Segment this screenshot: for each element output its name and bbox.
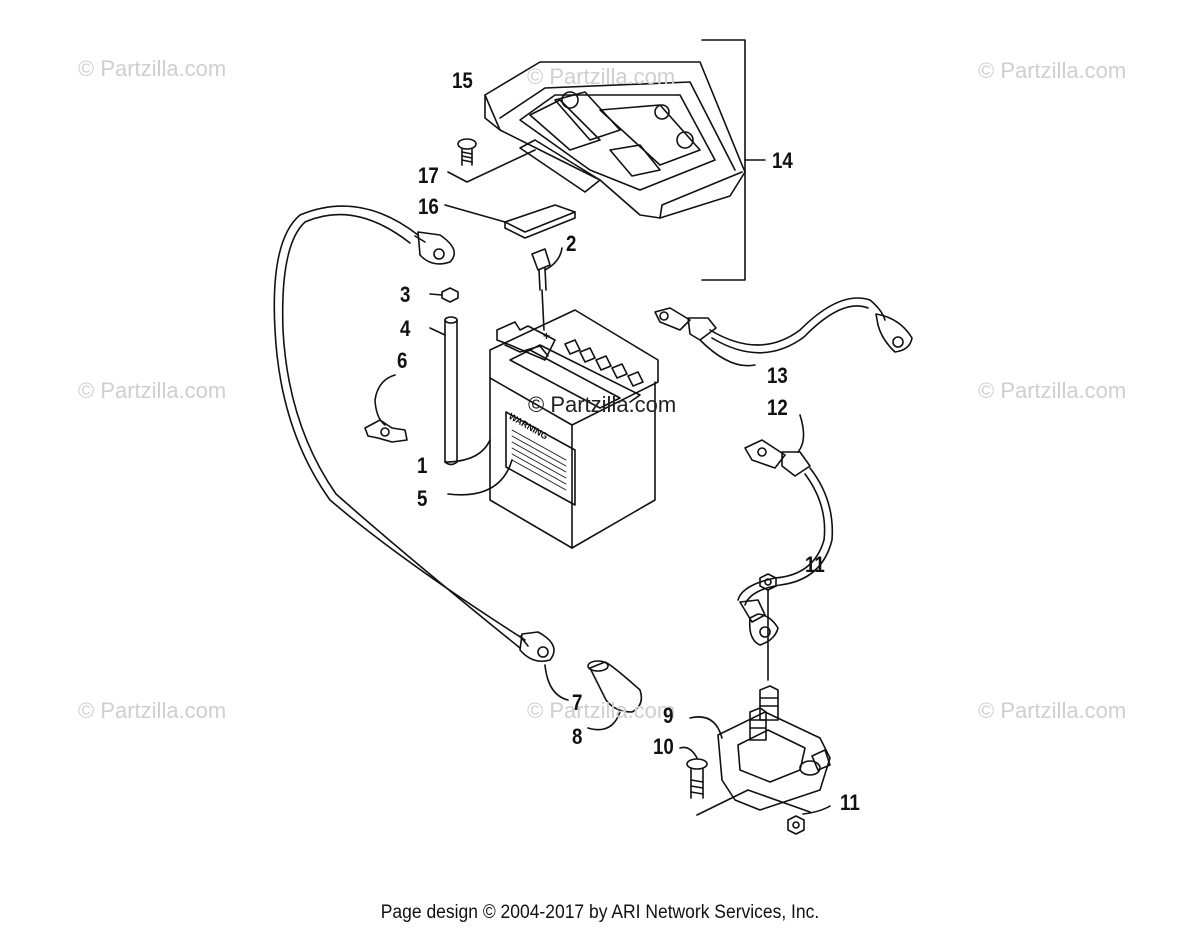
callout-14: 14 — [772, 148, 793, 173]
battery-plus-mark: + — [543, 329, 550, 343]
callout-7: 7 — [572, 690, 583, 715]
callout-17: 17 — [418, 163, 439, 188]
watermark: © Partzilla.com — [78, 698, 227, 723]
rod-4 — [429, 316, 458, 466]
callout-2: 2 — [566, 231, 577, 256]
pad-16 — [444, 204, 576, 239]
callout-15: 15 — [452, 68, 473, 93]
center-watermark: © Partzilla.com — [528, 392, 677, 417]
callout-8: 8 — [572, 724, 583, 749]
screw-17 — [447, 138, 601, 193]
callout-13: 13 — [767, 363, 788, 388]
nut-3 — [429, 287, 459, 303]
callout-12: 12 — [767, 395, 788, 420]
callout-6: 6 — [397, 348, 408, 373]
cable-13 — [654, 297, 913, 367]
callout-3: 3 — [400, 282, 411, 307]
vent-fitting-2 — [531, 247, 563, 331]
callout-9: 9 — [663, 703, 674, 728]
callout-11-lower: 11 — [840, 790, 860, 815]
nut-11-lower — [787, 805, 831, 835]
callout-16: 16 — [418, 194, 439, 219]
callout-1: 1 — [417, 453, 428, 478]
long-battery-cable — [273, 205, 555, 663]
cable-12 — [737, 414, 834, 646]
watermark: © Partzilla.com — [978, 58, 1127, 83]
watermark: © Partzilla.com — [78, 56, 227, 81]
terminal-boot-7-8 — [544, 660, 643, 731]
tool-tray — [484, 61, 746, 219]
battery-terminals — [564, 339, 644, 387]
watermark: © Partzilla.com — [527, 64, 676, 89]
solenoid-9 — [689, 685, 831, 811]
battery-1 — [444, 309, 659, 549]
watermark: © Partzilla.com — [978, 698, 1127, 723]
bolt-10 — [679, 746, 811, 816]
watermark: © Partzilla.com — [978, 378, 1127, 403]
warning-label-hatch — [511, 429, 567, 491]
nut-11-upper — [759, 573, 777, 681]
callout-5: 5 — [417, 486, 428, 511]
assembly-bracket-14 — [701, 39, 766, 281]
callout-11-upper: 11 — [805, 552, 825, 577]
callout-10: 10 — [653, 734, 674, 759]
page-footer: Page design © 2004-2017 by ARI Network S… — [380, 902, 820, 923]
callout-4: 4 — [400, 316, 411, 341]
watermark: © Partzilla.com — [527, 698, 676, 723]
watermark: © Partzilla.com — [78, 378, 227, 403]
clip-6 — [364, 374, 408, 443]
